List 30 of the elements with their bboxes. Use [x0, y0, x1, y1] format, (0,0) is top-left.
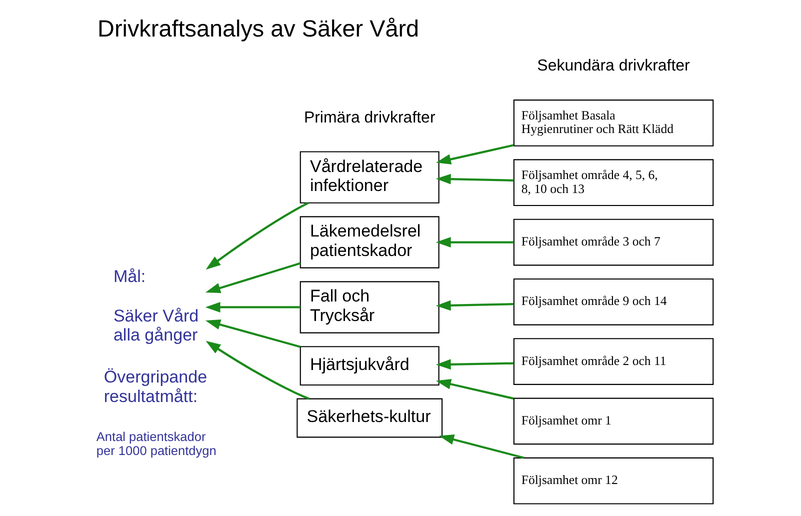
- node-box: Följsamhet Basala Hygienrutiner och Rätt Klädd: [513, 99, 714, 146]
- arrow: [205, 318, 301, 348]
- diagram-title: Drivkraftsanalys av Säker Vård: [98, 14, 420, 41]
- arrow: [206, 340, 310, 400]
- arrow: [436, 378, 514, 400]
- label: Övergripande resultatmått:: [104, 367, 208, 406]
- label: Primära drivkrafter: [304, 108, 436, 126]
- node-box: Följsamhet område 4, 5, 6, 8, 10 och 13: [513, 158, 714, 206]
- label: Sekundära drivkrafter: [537, 56, 690, 74]
- node-box: Läkemedelsrel patientskador: [300, 216, 440, 268]
- arrow: [205, 302, 300, 312]
- node-box: Följsamhet omr 12: [513, 456, 714, 504]
- node-box: Säkerhets-kultur: [296, 398, 443, 438]
- node-box: Följsamhet område 3 och 7: [513, 218, 714, 266]
- arrow: [205, 262, 301, 293]
- arrow: [436, 236, 514, 247]
- node-box: Vårdrelaterade infektioner: [300, 150, 440, 203]
- arrow: [436, 144, 514, 164]
- node-text: Mål: Säker Vård alla gånger: [113, 266, 199, 344]
- arrow: [436, 300, 514, 310]
- node-box: Följsamhet område 9 och 14: [513, 278, 714, 325]
- node-box: Fall och Trycksår: [300, 280, 440, 333]
- node-box: Hjärtsjukvård: [300, 346, 440, 386]
- arrow: [206, 202, 309, 270]
- arrow: [436, 358, 514, 370]
- label: Antal patientskador per 1000 patientdygn: [96, 428, 216, 458]
- node-box: Följsamhet omr 1: [513, 397, 714, 444]
- arrow: [436, 173, 514, 184]
- node-box: Följsamhet område 2 och 11: [513, 338, 714, 384]
- arrow: [439, 434, 524, 458]
